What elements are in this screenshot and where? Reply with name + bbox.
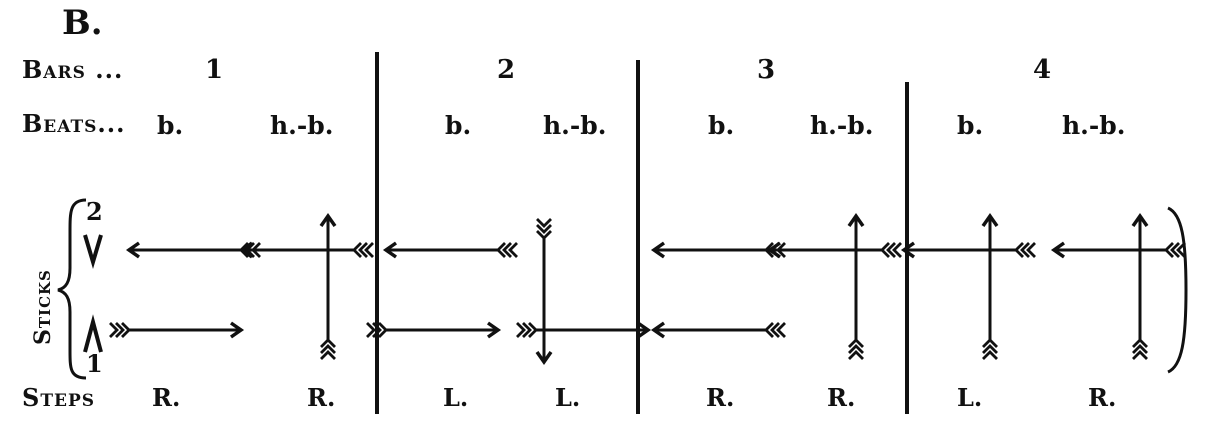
beat-label: b.	[957, 111, 984, 140]
row-label-steps: Steps	[22, 383, 95, 412]
row-label-beats: Beats...	[22, 109, 126, 138]
beat-label: b.	[445, 111, 472, 140]
bar-number: 4	[1033, 55, 1052, 85]
stick-number-upper: 2	[86, 197, 103, 226]
arrow-left	[1050, 241, 1186, 259]
left-brace	[57, 198, 87, 380]
right-bracket	[1167, 206, 1188, 374]
beat-label: b.	[157, 111, 184, 140]
stick-mark-down	[83, 234, 103, 270]
bar-number: 2	[497, 55, 516, 85]
beat-label: h.-b.	[543, 111, 607, 140]
stick-mark-up	[83, 314, 103, 353]
arrow-up	[1131, 212, 1149, 360]
arrow-left	[650, 321, 786, 339]
arrow-down	[535, 218, 553, 366]
step-label: R.	[307, 383, 336, 412]
step-label: R.	[1088, 383, 1117, 412]
beat-label: h.-b.	[270, 111, 334, 140]
arrow-left	[382, 241, 518, 259]
beat-label: h.-b.	[1062, 111, 1126, 140]
arrow-left	[766, 241, 902, 259]
step-label: R.	[152, 383, 181, 412]
bar-number: 3	[757, 55, 776, 85]
figure-label: B.	[62, 3, 103, 43]
arrow-right	[516, 321, 652, 339]
arrow-right	[366, 321, 502, 339]
stick-number-lower: 1	[86, 349, 103, 378]
step-label: L.	[443, 383, 469, 412]
arrow-right	[109, 321, 245, 339]
step-label: R.	[827, 383, 856, 412]
arrow-up	[981, 212, 999, 360]
row-label-bars: Bars ...	[22, 55, 124, 84]
beat-label: h.-b.	[810, 111, 874, 140]
arrow-left	[900, 241, 1036, 259]
arrow-up	[847, 212, 865, 360]
step-label: L.	[957, 383, 983, 412]
step-label: L.	[555, 383, 581, 412]
arrow-left	[650, 241, 786, 259]
bar-number: 1	[205, 55, 224, 85]
beat-label: b.	[708, 111, 735, 140]
step-label: R.	[706, 383, 735, 412]
arrow-layer	[109, 212, 1186, 366]
arrow-left	[238, 241, 374, 259]
arrow-up	[319, 212, 337, 360]
